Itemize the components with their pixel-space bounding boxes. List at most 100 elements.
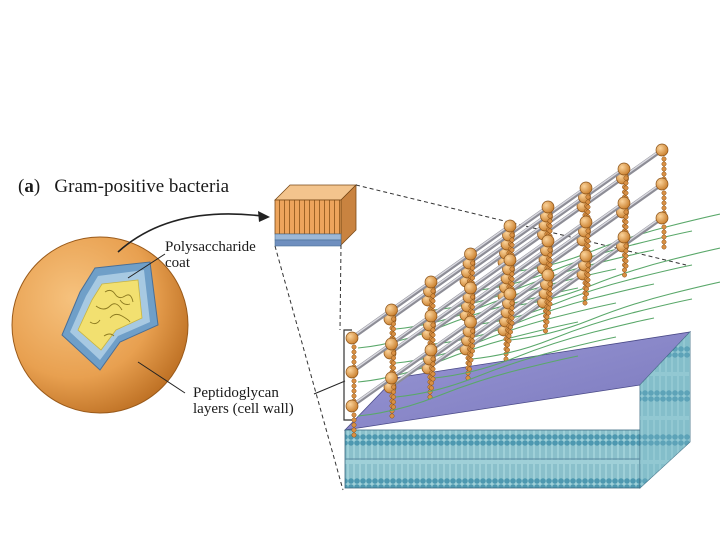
peptide-bead [431,294,435,298]
peptide-bead [662,225,666,229]
peptide-bead [391,405,395,409]
peptide-bead [624,249,628,253]
peptide-bead [431,333,435,337]
peptide-bead [548,219,552,223]
peptide-bead [586,234,590,238]
peptide-bead [470,276,474,280]
peptide-bead [391,332,395,336]
peptide-bead [624,215,628,219]
peptide-bead [352,379,356,383]
peptide-bead [431,372,435,376]
peptide-bead [391,317,395,321]
peptide-bead [391,351,395,355]
sugar-ball [542,269,554,281]
peptide-bead [586,273,590,277]
peptide-bead [510,248,514,252]
peptide-bead [624,181,628,185]
peptide-bead [543,324,547,328]
peptide-bead [505,343,509,347]
peptide-bead [586,263,590,267]
peptide-bead [548,292,552,296]
peptide-bead [548,297,552,301]
peptide-bead [431,328,435,332]
peptide-bead [470,305,474,309]
peptide-bead [469,358,473,362]
peptide-bead [470,329,474,333]
peptide-bead [548,214,552,218]
peptide-bead [431,357,435,361]
peptide-bead [586,283,590,287]
peptide-bead [586,195,590,199]
sugar-ball [656,212,668,224]
peptide-bead [586,200,590,204]
peptide-bead [390,414,394,418]
peptide-bead [586,244,590,248]
peptide-bead [624,186,628,190]
peptide-bead [548,248,552,252]
peptide-bead [624,225,628,229]
peptide-bead [510,267,514,271]
peptide-bead [510,316,514,320]
peptide-bead [662,162,666,166]
peptide-bead [548,258,552,262]
peptide-bead [586,205,590,209]
peptide-bead [352,350,356,354]
peptide-bead [510,243,514,247]
peptide-bead [624,254,628,258]
peptide-bead [431,377,435,381]
sugar-ball [580,216,592,228]
sugar-ball [386,304,398,316]
peptide-bead [662,240,666,244]
peptide-bead [352,345,356,349]
peptide-bead [662,157,666,161]
peptide-bead [662,245,666,249]
peptide-bead [470,339,474,343]
sugar-ball [618,231,630,243]
peptide-bead [546,311,550,315]
peptide-bead [470,261,474,265]
peptide-bead [470,300,474,304]
peptide-bead [662,196,666,200]
peptide-bead [624,264,628,268]
peptide-bead [431,304,435,308]
peptide-bead [470,344,474,348]
peptide-bead [429,386,433,390]
peptide-bead [624,176,628,180]
peptide-bead [545,320,549,324]
peptide-bead [510,311,514,315]
peptide-bead [510,301,514,305]
peptide-bead [352,413,356,417]
peptide-bead [548,302,552,306]
peptide-bead [429,381,433,385]
peptide-bead [510,272,514,276]
peptide-bead [391,356,395,360]
peptide-bead [662,167,666,171]
peptide-bead [391,361,395,365]
sugar-ball [504,220,516,232]
peptide-bead [391,327,395,331]
peptide-bead [548,263,552,267]
sugar-ball [425,276,437,288]
peptide-bead [352,433,356,437]
peptide-bead [352,360,356,364]
sugar-ball [425,344,437,356]
peptido-leader-line [314,381,345,394]
peptide-bead [467,362,471,366]
peptide-bead [624,244,628,248]
small-block [275,185,356,246]
peptide-bead [352,389,356,393]
sugar-ball [346,400,358,412]
peptide-bead [510,238,514,242]
peptide-bead [469,353,473,357]
peptide-bead [505,348,509,352]
peptide-bead [584,287,588,291]
peptide-bead [662,230,666,234]
peptide-bead [548,224,552,228]
peptide-bead [662,191,666,195]
peptide-bead [510,233,514,237]
membrane-block [345,332,690,488]
peptide-bead [508,330,512,334]
peptide-bead [431,299,435,303]
sugar-ball [656,144,668,156]
